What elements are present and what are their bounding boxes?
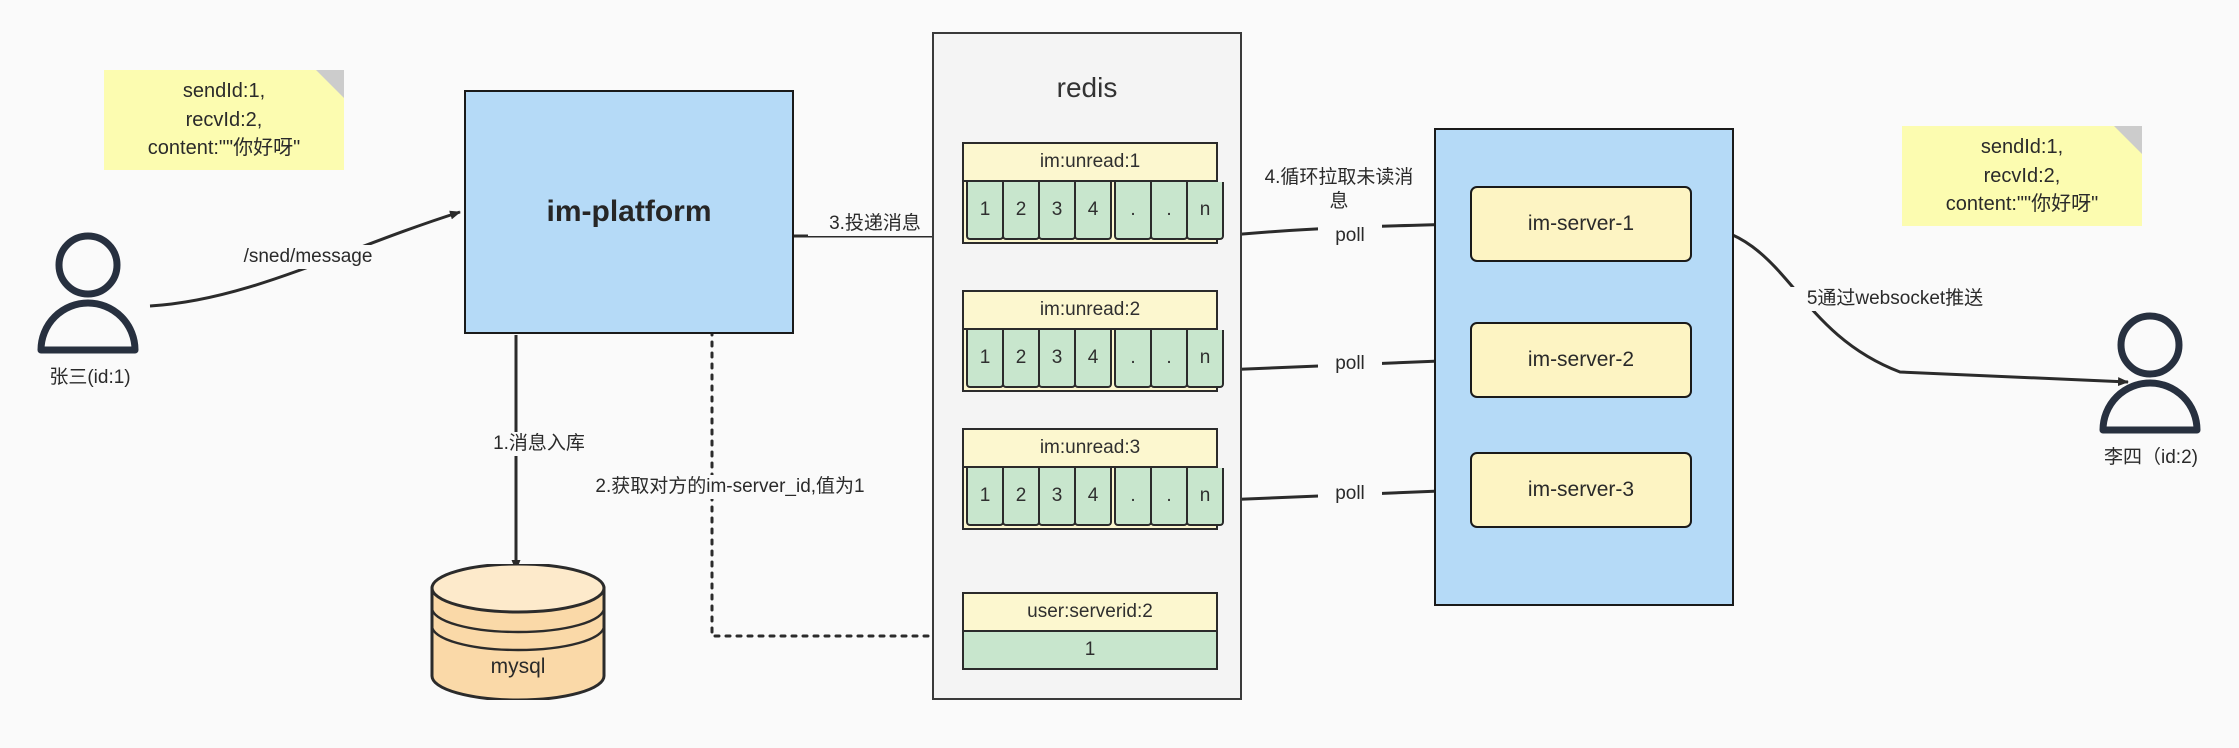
queue-cell: n [1186,182,1224,240]
queue-cell: . [1114,182,1152,240]
edge-label-step1: 1.消息入库 [452,432,626,457]
queue-cell: 4 [1074,468,1112,526]
redis-queue-3-key: im:unread:3 [964,430,1216,468]
queue-cell: 1 [966,468,1004,526]
note-right-message-payload: sendId:1, recvId:2, content:""你好呀" [1902,126,2142,226]
edge-label-poll-2: poll [1318,352,1382,377]
edge-label-send-message: /sned/message [226,245,390,270]
redis-queue-1-key: im:unread:1 [964,144,1216,182]
im-server-2-box[interactable]: im-server-2 [1470,322,1692,398]
mysql-database-icon[interactable] [428,564,608,700]
queue-cell: 1 [966,330,1004,388]
edge-redis-kv-to-platform [707,310,952,638]
redis-title: redis [1056,72,1118,103]
queue-cell: . [1114,330,1152,388]
im-platform-box[interactable]: im-platform [464,90,794,334]
redis-queue-im-unread-2: im:unread:2 1 2 3 4 . . n [962,290,1224,392]
queue-cell: n [1186,468,1224,526]
actor-sender-label: 张三(id:1) [49,367,131,388]
edge-label-poll-1: poll [1318,224,1382,249]
note-fold-icon [316,70,344,98]
edge-label-step5: 5通过websocket推送 [1788,287,2002,312]
redis-queue-2-cells: 1 2 3 4 . . n [964,330,1224,388]
note-right-text: sendId:1, recvId:2, content:""你好呀" [1945,136,2099,216]
edge-label-step2: 2.获取对方的im-server_id,值为1 [578,475,882,500]
queue-cell: 2 [1002,330,1040,388]
queue-cell: . [1150,468,1188,526]
redis-kv-value: 1 [964,632,1216,668]
note-fold-icon [2114,126,2142,154]
queue-cell: 1 [966,182,1004,240]
queue-cell: 3 [1038,330,1076,388]
im-server-3-label: im-server-3 [1527,478,1635,501]
im-server-3-box[interactable]: im-server-3 [1470,452,1692,528]
redis-kv-user-serverid: user:serverid:2 1 [962,592,1218,670]
im-server-1-label: im-server-1 [1527,212,1635,235]
queue-cell: . [1150,330,1188,388]
note-left-message-payload: sendId:1, recvId:2, content:""你好呀" [104,70,344,170]
redis-queue-im-unread-3: im:unread:3 1 2 3 4 . . n [962,428,1224,530]
redis-queue-2-key: im:unread:2 [964,292,1216,330]
edge-label-step3: 3.投递消息 [808,212,942,237]
queue-cell: 4 [1074,182,1112,240]
redis-kv-key: user:serverid:2 [964,594,1216,632]
edge-label-poll-3: poll [1318,482,1382,507]
queue-cell: . [1114,468,1152,526]
im-server-2-label: im-server-2 [1527,348,1635,371]
im-server-1-box[interactable]: im-server-1 [1470,186,1692,262]
redis-queue-im-unread-1: im:unread:1 1 2 3 4 . . n [962,142,1224,244]
actor-receiver-label: 李四（id:2) [2104,447,2198,468]
queue-cell: n [1186,330,1224,388]
queue-cell: 2 [1002,468,1040,526]
redis-queue-1-cells: 1 2 3 4 . . n [964,182,1224,240]
queue-cell: 3 [1038,182,1076,240]
actor-sender-icon [37,232,139,354]
edge-label-step4: 4.循环拉取未读消 息 [1252,166,1426,215]
im-platform-label: im-platform [546,195,712,228]
mysql-label: mysql [490,655,546,678]
note-left-text: sendId:1, recvId:2, content:""你好呀" [147,80,301,160]
queue-cell: . [1150,182,1188,240]
actor-receiver-icon [2099,312,2201,434]
queue-cell: 3 [1038,468,1076,526]
queue-cell: 2 [1002,182,1040,240]
queue-cell: 4 [1074,330,1112,388]
redis-queue-3-cells: 1 2 3 4 . . n [964,468,1224,526]
